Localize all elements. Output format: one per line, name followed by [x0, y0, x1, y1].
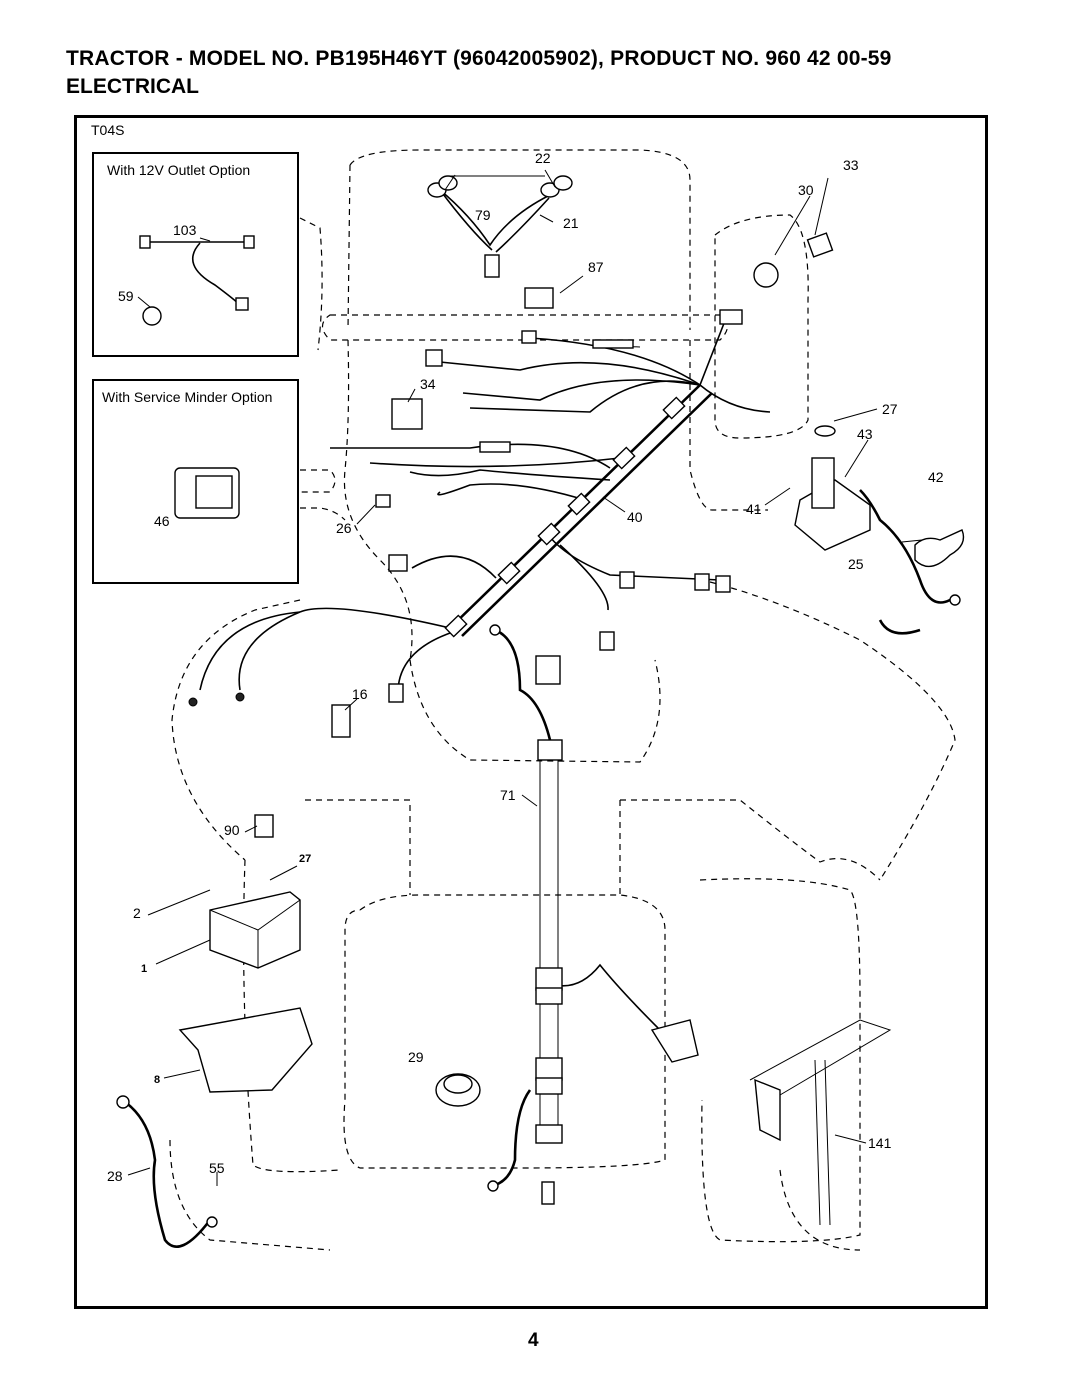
callout-8: 8 [154, 1074, 160, 1086]
callout-34: 34 [420, 376, 436, 392]
callout-26: 26 [336, 520, 352, 536]
section-title: ELECTRICAL [66, 75, 199, 98]
callout-21: 21 [563, 215, 579, 231]
callout-43: 43 [857, 426, 873, 442]
callout-27b: 27 [299, 853, 311, 865]
callout-87: 87 [588, 259, 604, 275]
inset-service-minder-label: With Service Minder Option [102, 389, 273, 405]
callout-71: 71 [500, 787, 516, 803]
diagram-frame [74, 115, 988, 1309]
callout-30: 30 [798, 182, 814, 198]
diagram-code: T04S [91, 122, 125, 138]
rear-harness [535, 655, 563, 1205]
callout-1: 1 [141, 963, 147, 975]
components [139, 232, 965, 1226]
callout-27a: 27 [882, 401, 898, 417]
callout-59: 59 [118, 288, 134, 304]
callout-90: 90 [224, 822, 240, 838]
callout-2: 2 [133, 905, 141, 921]
ground-cables [116, 489, 961, 1248]
ignition-switch [753, 262, 779, 288]
callout-41: 41 [746, 501, 762, 517]
inset-12v-outlet-label: With 12V Outlet Option [107, 162, 251, 178]
callout-33: 33 [843, 157, 859, 173]
page-title: TRACTOR - MODEL NO. PB195H46YT (96042005… [66, 47, 892, 70]
callout-103: 103 [173, 222, 197, 238]
callouts: 22 33 30 79 21 87 103 59 34 27 43 42 41 … [107, 150, 944, 1184]
callout-40: 40 [627, 509, 643, 525]
main-wire-harness [188, 309, 771, 707]
relay-87 [524, 287, 554, 309]
callout-55: 55 [209, 1160, 225, 1176]
callout-46: 46 [154, 513, 170, 529]
headlight-harness [427, 175, 573, 278]
callout-29: 29 [408, 1049, 424, 1065]
callout-42: 42 [928, 469, 944, 485]
inset-12v-outlet [92, 152, 299, 357]
page-number: 4 [528, 1330, 539, 1351]
leader-lines [127, 169, 923, 1186]
callout-16: 16 [352, 686, 368, 702]
callout-22: 22 [535, 150, 551, 166]
callout-141: 141 [868, 1135, 892, 1151]
callout-79: 79 [475, 207, 491, 223]
callout-25: 25 [848, 556, 864, 572]
callout-28: 28 [107, 1168, 123, 1184]
